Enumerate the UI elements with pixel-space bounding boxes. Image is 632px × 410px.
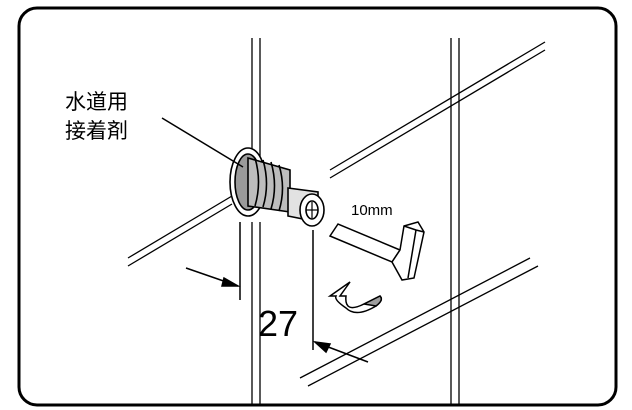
adhesive-label-line1: 水道用 <box>65 90 128 114</box>
tile-grout-vertical <box>251 38 460 405</box>
pipe-fitting-icon <box>229 147 325 227</box>
dimension-label: 27 <box>258 303 298 344</box>
dimension-markers <box>185 222 369 363</box>
wrench-size-label: 10mm <box>351 202 393 219</box>
tile-grout-diagonal <box>127 41 546 387</box>
hex-wrench-icon <box>328 221 425 281</box>
rotation-arrow-icon <box>327 281 383 314</box>
adhesive-label-line2: 接着剤 <box>65 119 128 143</box>
leader-line <box>161 117 244 168</box>
